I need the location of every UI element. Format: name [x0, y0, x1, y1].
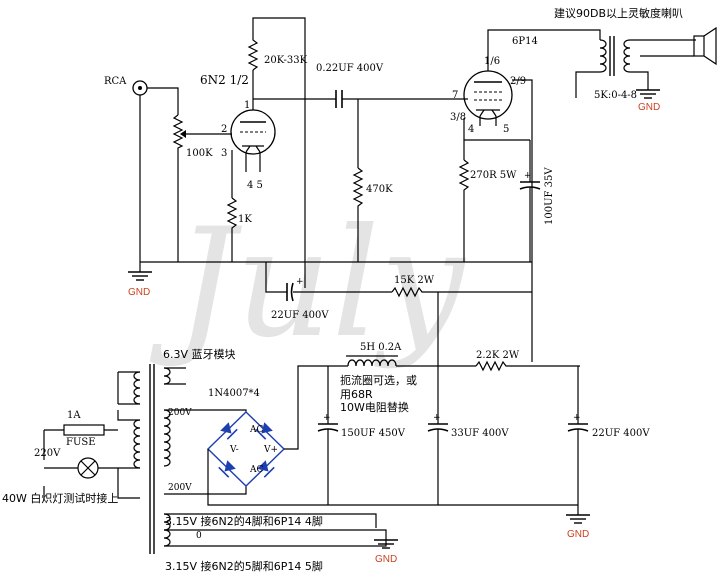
- ground-symbol: [127, 271, 153, 281]
- dropper-label: 2.2K 2W: [476, 350, 520, 361]
- wire-primary: [117, 410, 140, 469]
- bridge-ac-bottom: AC: [249, 465, 263, 475]
- wire-bt-module: [164, 367, 186, 385]
- feedback-cap-plate-b: [290, 282, 294, 302]
- choke-inductor: [347, 359, 397, 367]
- ground-symbol: [635, 89, 661, 99]
- cap1-plus: +: [323, 413, 331, 423]
- secondary-v-top: 200V: [168, 408, 192, 418]
- tube1-heater-leads: [245, 152, 261, 172]
- tube2-pin-h1: 4: [468, 124, 474, 135]
- dropper-resistor: [475, 360, 580, 372]
- fuse-label: FUSE: [66, 437, 96, 448]
- grid-leak-resistor: [352, 167, 364, 262]
- diode-label: 1N4007*4: [208, 388, 260, 399]
- bluetooth-module-label: 6.3V 蓝牙模块: [163, 348, 236, 361]
- tube2-cathode-resistor-label: 270R 5W: [470, 170, 517, 181]
- heater1-label: 3.15V 接6N2的4脚和6P14 4脚: [165, 514, 323, 528]
- tube2-pin-right: 2/9: [510, 76, 526, 87]
- choke-note-3: 10W电阻替换: [340, 400, 409, 414]
- tube1-plate-resistor-label: 20K-33K: [264, 55, 308, 66]
- rca-jack: [132, 80, 148, 96]
- tube2-pin-h2: 5: [503, 124, 509, 135]
- tube1-plate-resistor: [247, 17, 306, 288]
- heater2-label: 3.15V 接6N2的5脚和6P14 5脚: [165, 559, 323, 573]
- watermark: July: [149, 197, 467, 371]
- tube2-cathode-cap-label: 100UF 35V: [544, 167, 555, 225]
- tube1-pin-plate: 1: [244, 100, 250, 111]
- tube2-name: 6P14: [512, 36, 538, 47]
- tube1-pin-heater: 4 5: [247, 180, 263, 191]
- cap2-label: 33UF 400V: [451, 428, 509, 439]
- lamp-note: 40W 白炽灯测试时接上: [2, 491, 118, 505]
- mains-label: 220V: [34, 448, 61, 459]
- cap3-plus: +: [573, 413, 581, 423]
- wire-tube2-plate: [487, 29, 601, 71]
- ground-symbol: [565, 514, 591, 524]
- feedback-cap-label: 22UF 400V: [271, 310, 329, 321]
- bridge-vplus: V+: [263, 445, 278, 455]
- cap1-label: 150UF 450V: [341, 428, 406, 439]
- wire-feedback-left: [265, 262, 287, 293]
- wire-heater-ct: [164, 529, 387, 540]
- cap2-plus: +: [433, 413, 441, 423]
- lamp-icon: [77, 457, 99, 479]
- grid-leak-label: 470K: [366, 184, 393, 195]
- tube1-cathode-resistor-label: 1K: [238, 214, 252, 225]
- wire-bridge-minus: [207, 449, 578, 506]
- wire-screen-grid: [512, 79, 533, 362]
- tube1-cathode-resistor: [226, 197, 238, 262]
- feedback-resistor: [391, 286, 532, 298]
- tube2-pin-top: 1/6: [484, 56, 500, 67]
- fuse-rating: 1A: [67, 410, 81, 421]
- cathode-cap-plus: +: [524, 171, 532, 181]
- opt-ratio-label: 5K:0-4-8: [594, 90, 637, 101]
- choke-label: 5H 0.2A: [360, 342, 402, 353]
- volume-pot: [172, 114, 184, 262]
- pot-label: 100K: [186, 148, 213, 159]
- feedback-cap-plus: +: [296, 277, 304, 287]
- wire-bridge-plus: [284, 365, 348, 450]
- coupling-cap-label: 0.22UF 400V: [316, 63, 384, 74]
- choke-note-1: 扼流圈可选，或: [340, 373, 417, 387]
- speaker-icon: [693, 26, 717, 66]
- gnd-label-heater: GND: [375, 554, 397, 565]
- tube2-pin-grid: 7: [452, 90, 458, 101]
- wire-opt-bplus: [575, 71, 600, 98]
- fuse-icon: [63, 424, 105, 436]
- pot-wiper-arrow: [180, 130, 186, 138]
- cap3-label: 22UF 400V: [592, 428, 650, 439]
- bridge-vminus: V-: [229, 445, 239, 455]
- gnd-label-psu: GND: [567, 529, 589, 540]
- choke-note-2: 用68R: [340, 388, 373, 401]
- tube2-pin-cathode: 3/8: [450, 112, 466, 123]
- speaker-note: 建议90DB以上灵敏度喇叭: [554, 6, 683, 20]
- wire-rca-to-pot: [147, 87, 179, 115]
- wire-primary-aux: [117, 371, 140, 405]
- output-transformer: [599, 36, 631, 76]
- wire-opt-secondary: [630, 39, 696, 90]
- feedback-resistor-label: 15K 2W: [394, 275, 435, 286]
- tube-6p14: [463, 70, 513, 120]
- rca-label: RCA: [104, 76, 127, 87]
- gnd-label-output: GND: [638, 102, 660, 113]
- tube1-pin-grid: 2: [221, 124, 227, 135]
- tube-6n2: [230, 109, 276, 155]
- heater-zero: 0: [196, 531, 202, 541]
- tube2-heater-leads: [479, 116, 497, 126]
- tube2-cathode-resistor: [458, 159, 470, 262]
- wire-lamp: [44, 467, 140, 499]
- gnd-label-input: GND: [128, 287, 150, 298]
- secondary-v-bottom: 200V: [168, 483, 192, 493]
- power-transformer: [133, 364, 171, 554]
- bridge-ac-top: AC: [249, 425, 263, 435]
- tube1-name: 6N2 1/2: [200, 73, 249, 87]
- bridge-rectifier: [206, 411, 286, 487]
- tube1-pin-cathode: 3: [221, 148, 227, 159]
- wire-heaters: [164, 513, 387, 547]
